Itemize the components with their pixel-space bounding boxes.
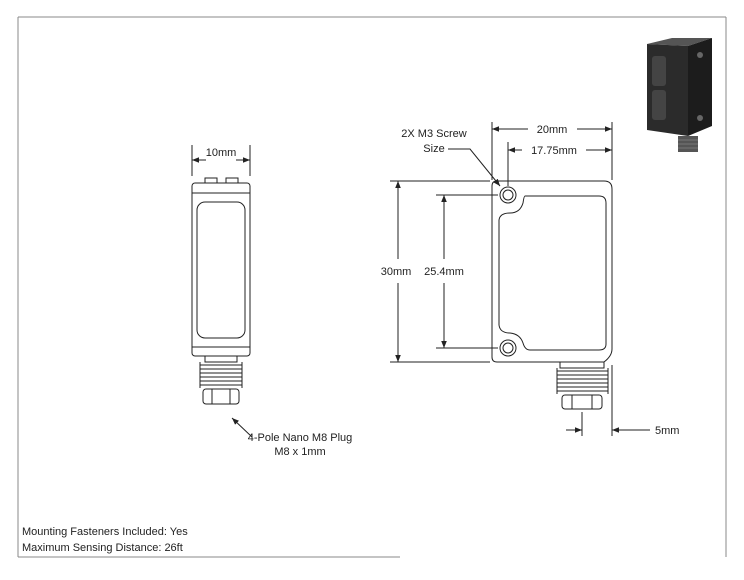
screw-callout-line2: Size <box>423 143 444 155</box>
side-connector-threads <box>556 368 609 394</box>
screw-leader <box>448 148 501 187</box>
mounting-hole-bottom <box>499 339 517 357</box>
drawing-frame <box>17 16 727 558</box>
dim-label-hole-spacing-vertical: 25.4mm <box>424 266 464 278</box>
dim-label-front-width: 10mm <box>206 147 237 159</box>
note-sensing-distance: Maximum Sensing Distance: 26ft <box>22 542 183 554</box>
plug-leader <box>231 417 253 438</box>
screw-callout-line1: 2X M3 Screw <box>401 128 466 140</box>
product-photo <box>647 38 712 152</box>
dim-connector-offset <box>566 365 650 436</box>
dim-label-side-width: 20mm <box>537 124 568 136</box>
dim-label-hole-spacing-horizontal: 17.75mm <box>531 145 577 157</box>
side-view <box>491 180 613 410</box>
dim-hole-spacing-horizontal <box>507 142 612 186</box>
front-view <box>191 177 251 405</box>
dim-label-height: 30mm <box>381 266 412 278</box>
dim-side-width <box>491 122 613 180</box>
front-connector-threads <box>199 362 243 388</box>
dim-front-width <box>191 145 251 176</box>
mounting-hole-top <box>499 186 517 204</box>
dim-label-connector-offset: 5mm <box>655 425 679 437</box>
plug-callout-line2: M8 x 1mm <box>274 446 325 458</box>
dim-hole-spacing-vertical <box>436 194 498 349</box>
dim-height <box>390 180 490 363</box>
plug-callout-line1: 4-Pole Nano M8 Plug <box>248 432 353 444</box>
note-fasteners: Mounting Fasteners Included: Yes <box>22 526 188 538</box>
